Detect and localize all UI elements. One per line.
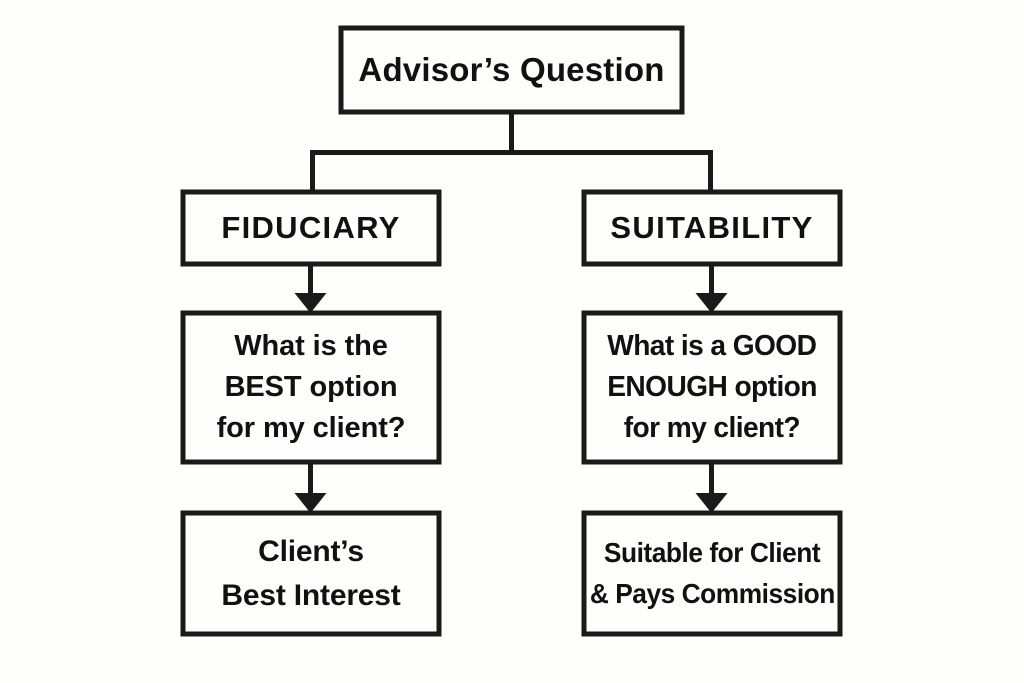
node-box-fiduciary-category[interactable] [180,189,442,267]
node-box-suitability-outcome[interactable] [581,510,843,637]
node-box-suitability-question[interactable] [581,310,843,465]
arrowhead-fiduciary-to-question [294,293,327,313]
arrowhead-fiduciary-to-outcome [294,493,327,513]
arrowhead-suitability-to-outcome [695,493,728,513]
node-box-root[interactable] [338,25,685,115]
node-box-fiduciary-outcome[interactable] [180,510,442,637]
arrowhead-suitability-to-question [695,293,728,313]
node-box-suitability-category[interactable] [581,189,843,267]
node-box-fiduciary-question[interactable] [180,310,442,465]
